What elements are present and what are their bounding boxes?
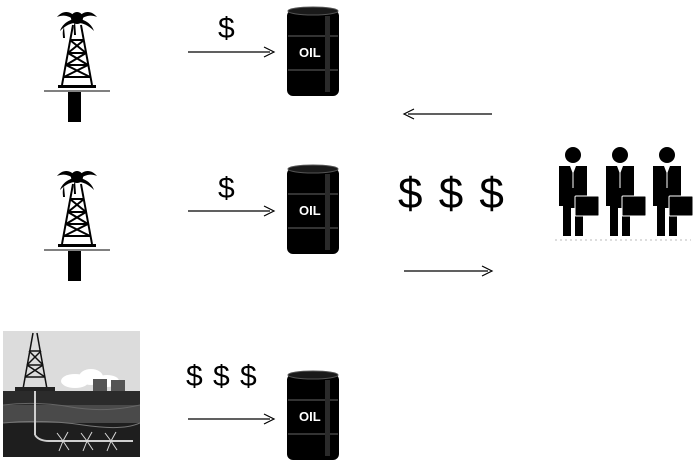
fracking-well-icon: [3, 331, 140, 457]
arrow-left-icon: [402, 108, 492, 120]
oil-barrel-icon: OIL: [287, 164, 339, 254]
arrow-right-icon: [188, 46, 276, 58]
barrel-label: OIL: [299, 203, 321, 218]
arrow-right-icon: [404, 265, 494, 277]
arrow-right-icon: [188, 413, 276, 425]
oil-barrel-icon: OIL: [287, 6, 339, 96]
oil-derrick-icon: [44, 171, 110, 281]
price-dollar: $: [218, 172, 235, 205]
investors-icon: [555, 147, 693, 241]
investment-dollars: $ $ $: [398, 169, 506, 218]
arrow-right-icon: [188, 205, 276, 217]
barrel-label: OIL: [299, 45, 321, 60]
oil-barrel-icon: OIL: [287, 370, 339, 460]
oil-derrick-icon: [44, 12, 110, 122]
price-dollar: $: [218, 12, 235, 45]
price-dollars: $ $ $: [186, 360, 258, 393]
barrel-label: OIL: [299, 409, 321, 424]
